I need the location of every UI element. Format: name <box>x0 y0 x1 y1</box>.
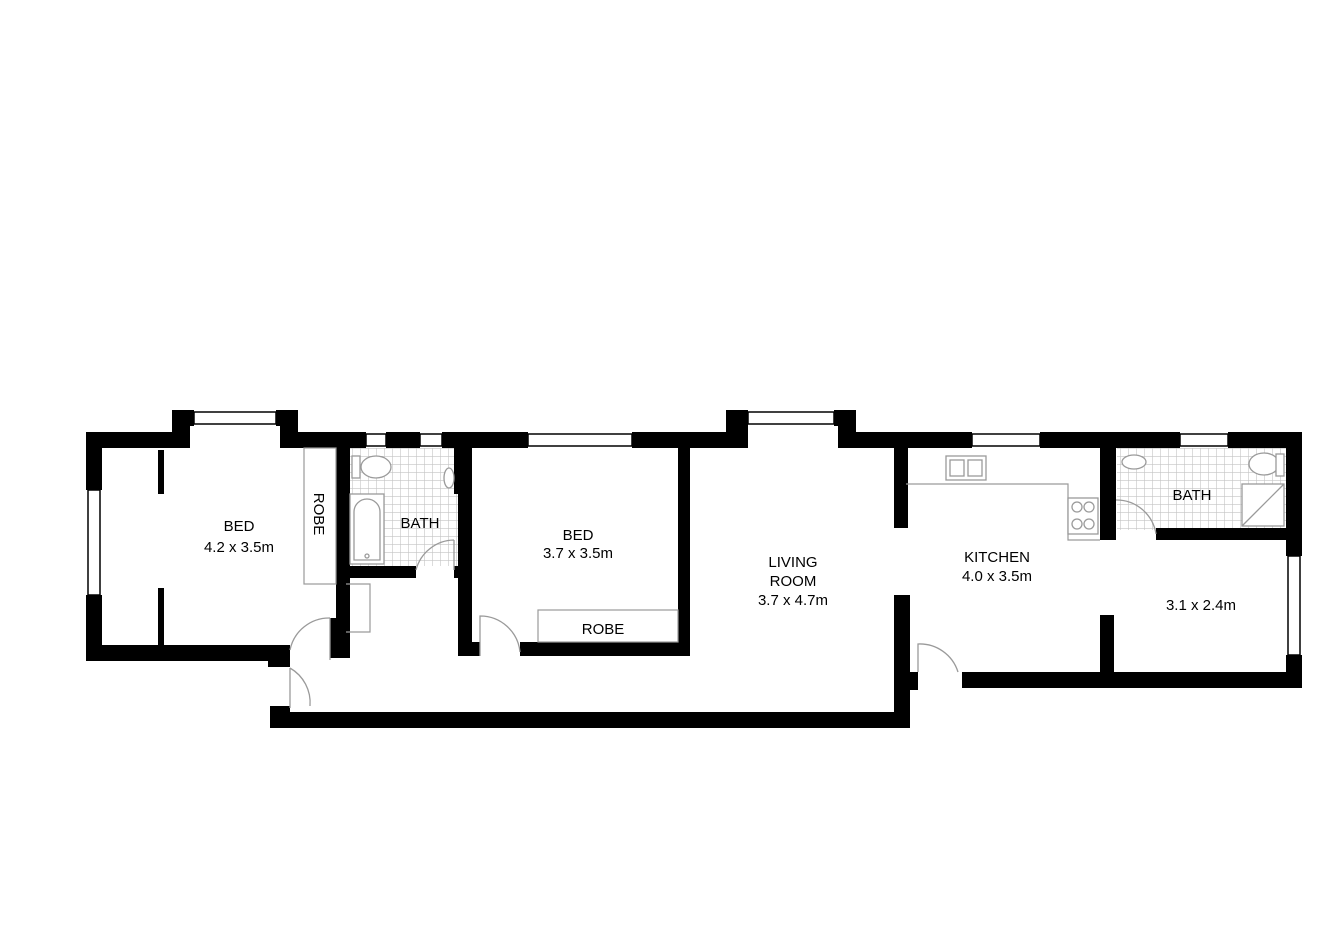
bath1-label: BATH <box>401 515 440 532</box>
room3-dims: 3.1 x 2.4m <box>1166 597 1236 614</box>
bath2-label: BATH <box>1173 487 1212 504</box>
door-swings <box>289 499 1157 708</box>
robe1-label: ROBE <box>310 493 327 536</box>
living-name-line1: LIVING <box>768 554 817 571</box>
robe2-label: ROBE <box>582 621 625 638</box>
windows <box>87 411 1301 656</box>
bed1-dims: 4.2 x 3.5m <box>204 539 274 556</box>
walls <box>86 410 1302 728</box>
living-dims: 3.7 x 4.7m <box>758 592 828 609</box>
bed2-dims: 3.7 x 3.5m <box>543 545 613 562</box>
bed2-name: BED <box>563 527 594 544</box>
fixtures <box>349 452 1285 565</box>
bed1-name: BED <box>224 518 255 535</box>
living-name-line2: ROOM <box>770 573 817 590</box>
built-ins <box>303 447 1100 643</box>
kitchen-dims: 4.0 x 3.5m <box>962 568 1032 585</box>
kitchen-name: KITCHEN <box>964 549 1030 566</box>
